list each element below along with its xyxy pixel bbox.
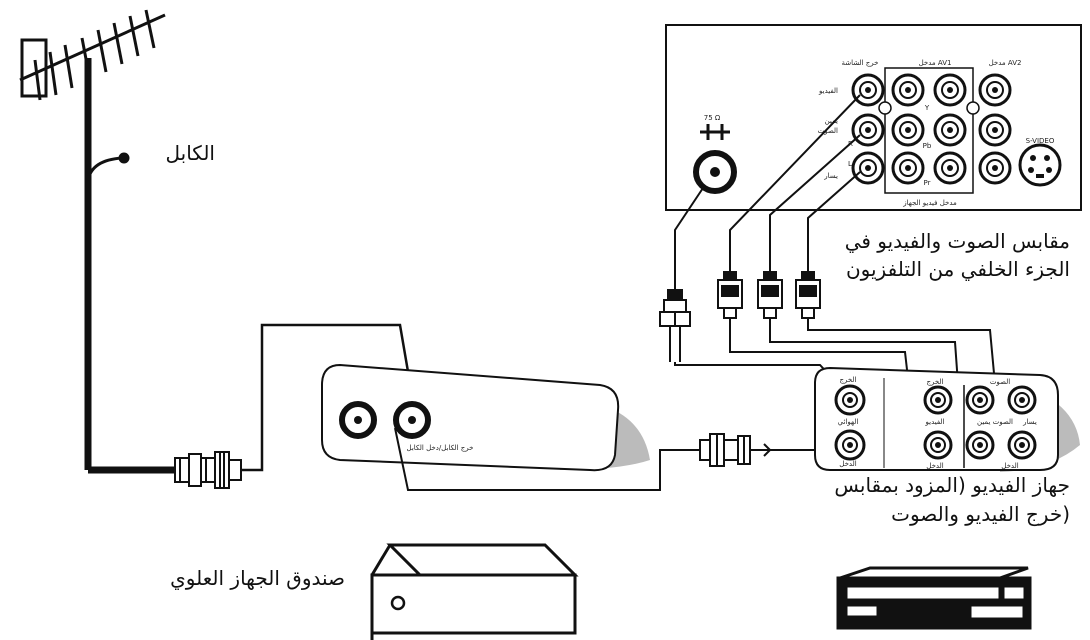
vcr-antenna-label: الهوائي bbox=[838, 418, 859, 426]
vcr-icon bbox=[836, 566, 1032, 630]
tv-component-label: مدخل فيديو الجهاز bbox=[902, 199, 957, 207]
vcr-in-label-3: الدخل bbox=[839, 460, 856, 468]
vcr-label-line2: خرج الفيديو والصوت) bbox=[891, 502, 1070, 526]
vcr-audio-label: الصوت bbox=[990, 378, 1010, 386]
vcr-label-line1: جهاز الفيديو (المزود بمقابس bbox=[834, 473, 1070, 497]
antenna-icon bbox=[19, 9, 180, 474]
cable-label: الكابل bbox=[165, 141, 215, 165]
coax-connector-middle bbox=[699, 433, 771, 467]
tv-pr-label: Pr bbox=[924, 179, 931, 187]
tv-antenna-label: 75 Ω bbox=[704, 114, 721, 122]
tv-av2-label: مدخل AV2 bbox=[989, 59, 1022, 67]
set-top-box-label: صندوق الجهاز العلوي bbox=[170, 566, 345, 591]
vcr-video-label: الفيديو bbox=[925, 418, 945, 426]
rca-plug-audio-right bbox=[757, 271, 783, 335]
tv-audio-label: الصوت bbox=[818, 127, 838, 135]
vcr-right-label: الصوت يمين bbox=[977, 418, 1013, 426]
tv-right-label: يمين bbox=[825, 117, 838, 125]
coax-connector-tv bbox=[659, 289, 691, 362]
tv-jacks-label-line2: الجزء الخلفي من التلفزيون bbox=[846, 257, 1070, 282]
tv-jacks-label-line1: مقابس الصوت والفيديو في bbox=[845, 229, 1070, 254]
tv-l-label: L bbox=[848, 160, 852, 168]
tv-left-label: يسار bbox=[823, 172, 838, 180]
vcr-panel: الخرج الهوائي الخرج الفيديو الصوت الصوت … bbox=[814, 366, 1080, 472]
vcr-left-label: يسار bbox=[1022, 418, 1037, 426]
tv-video-label: الفيديو bbox=[818, 87, 838, 95]
stb-jacks-label: خرج الكابل/دخل الكابل bbox=[407, 444, 474, 452]
stb-panel: خرج الكابل/دخل الكابل bbox=[321, 363, 650, 472]
set-top-box-icon bbox=[370, 543, 579, 640]
tv-y-label: Y bbox=[924, 104, 930, 112]
tv-pb-label: Pb bbox=[923, 142, 932, 150]
coax-connector-left bbox=[174, 451, 242, 489]
vcr-out2-label: الخرج bbox=[927, 378, 944, 386]
tv-svideo-label: S-VIDEO bbox=[1026, 137, 1055, 145]
vcr-in-label: الدخل bbox=[926, 462, 943, 470]
rca-plug-video bbox=[717, 271, 743, 345]
tv-av1-label: مدخل AV1 bbox=[919, 59, 952, 67]
rca-plug-audio-left bbox=[795, 271, 821, 325]
vcr-in-label-2: الدخل bbox=[1001, 462, 1018, 470]
vcr-out-label: الخرج bbox=[840, 376, 857, 384]
tv-back-panel: 75 Ω خرج الشاشة مدخل AV1 مدخل AV2 S-VIDE… bbox=[665, 24, 1082, 211]
tv-monitor-out-label: خرج الشاشة bbox=[841, 59, 878, 67]
